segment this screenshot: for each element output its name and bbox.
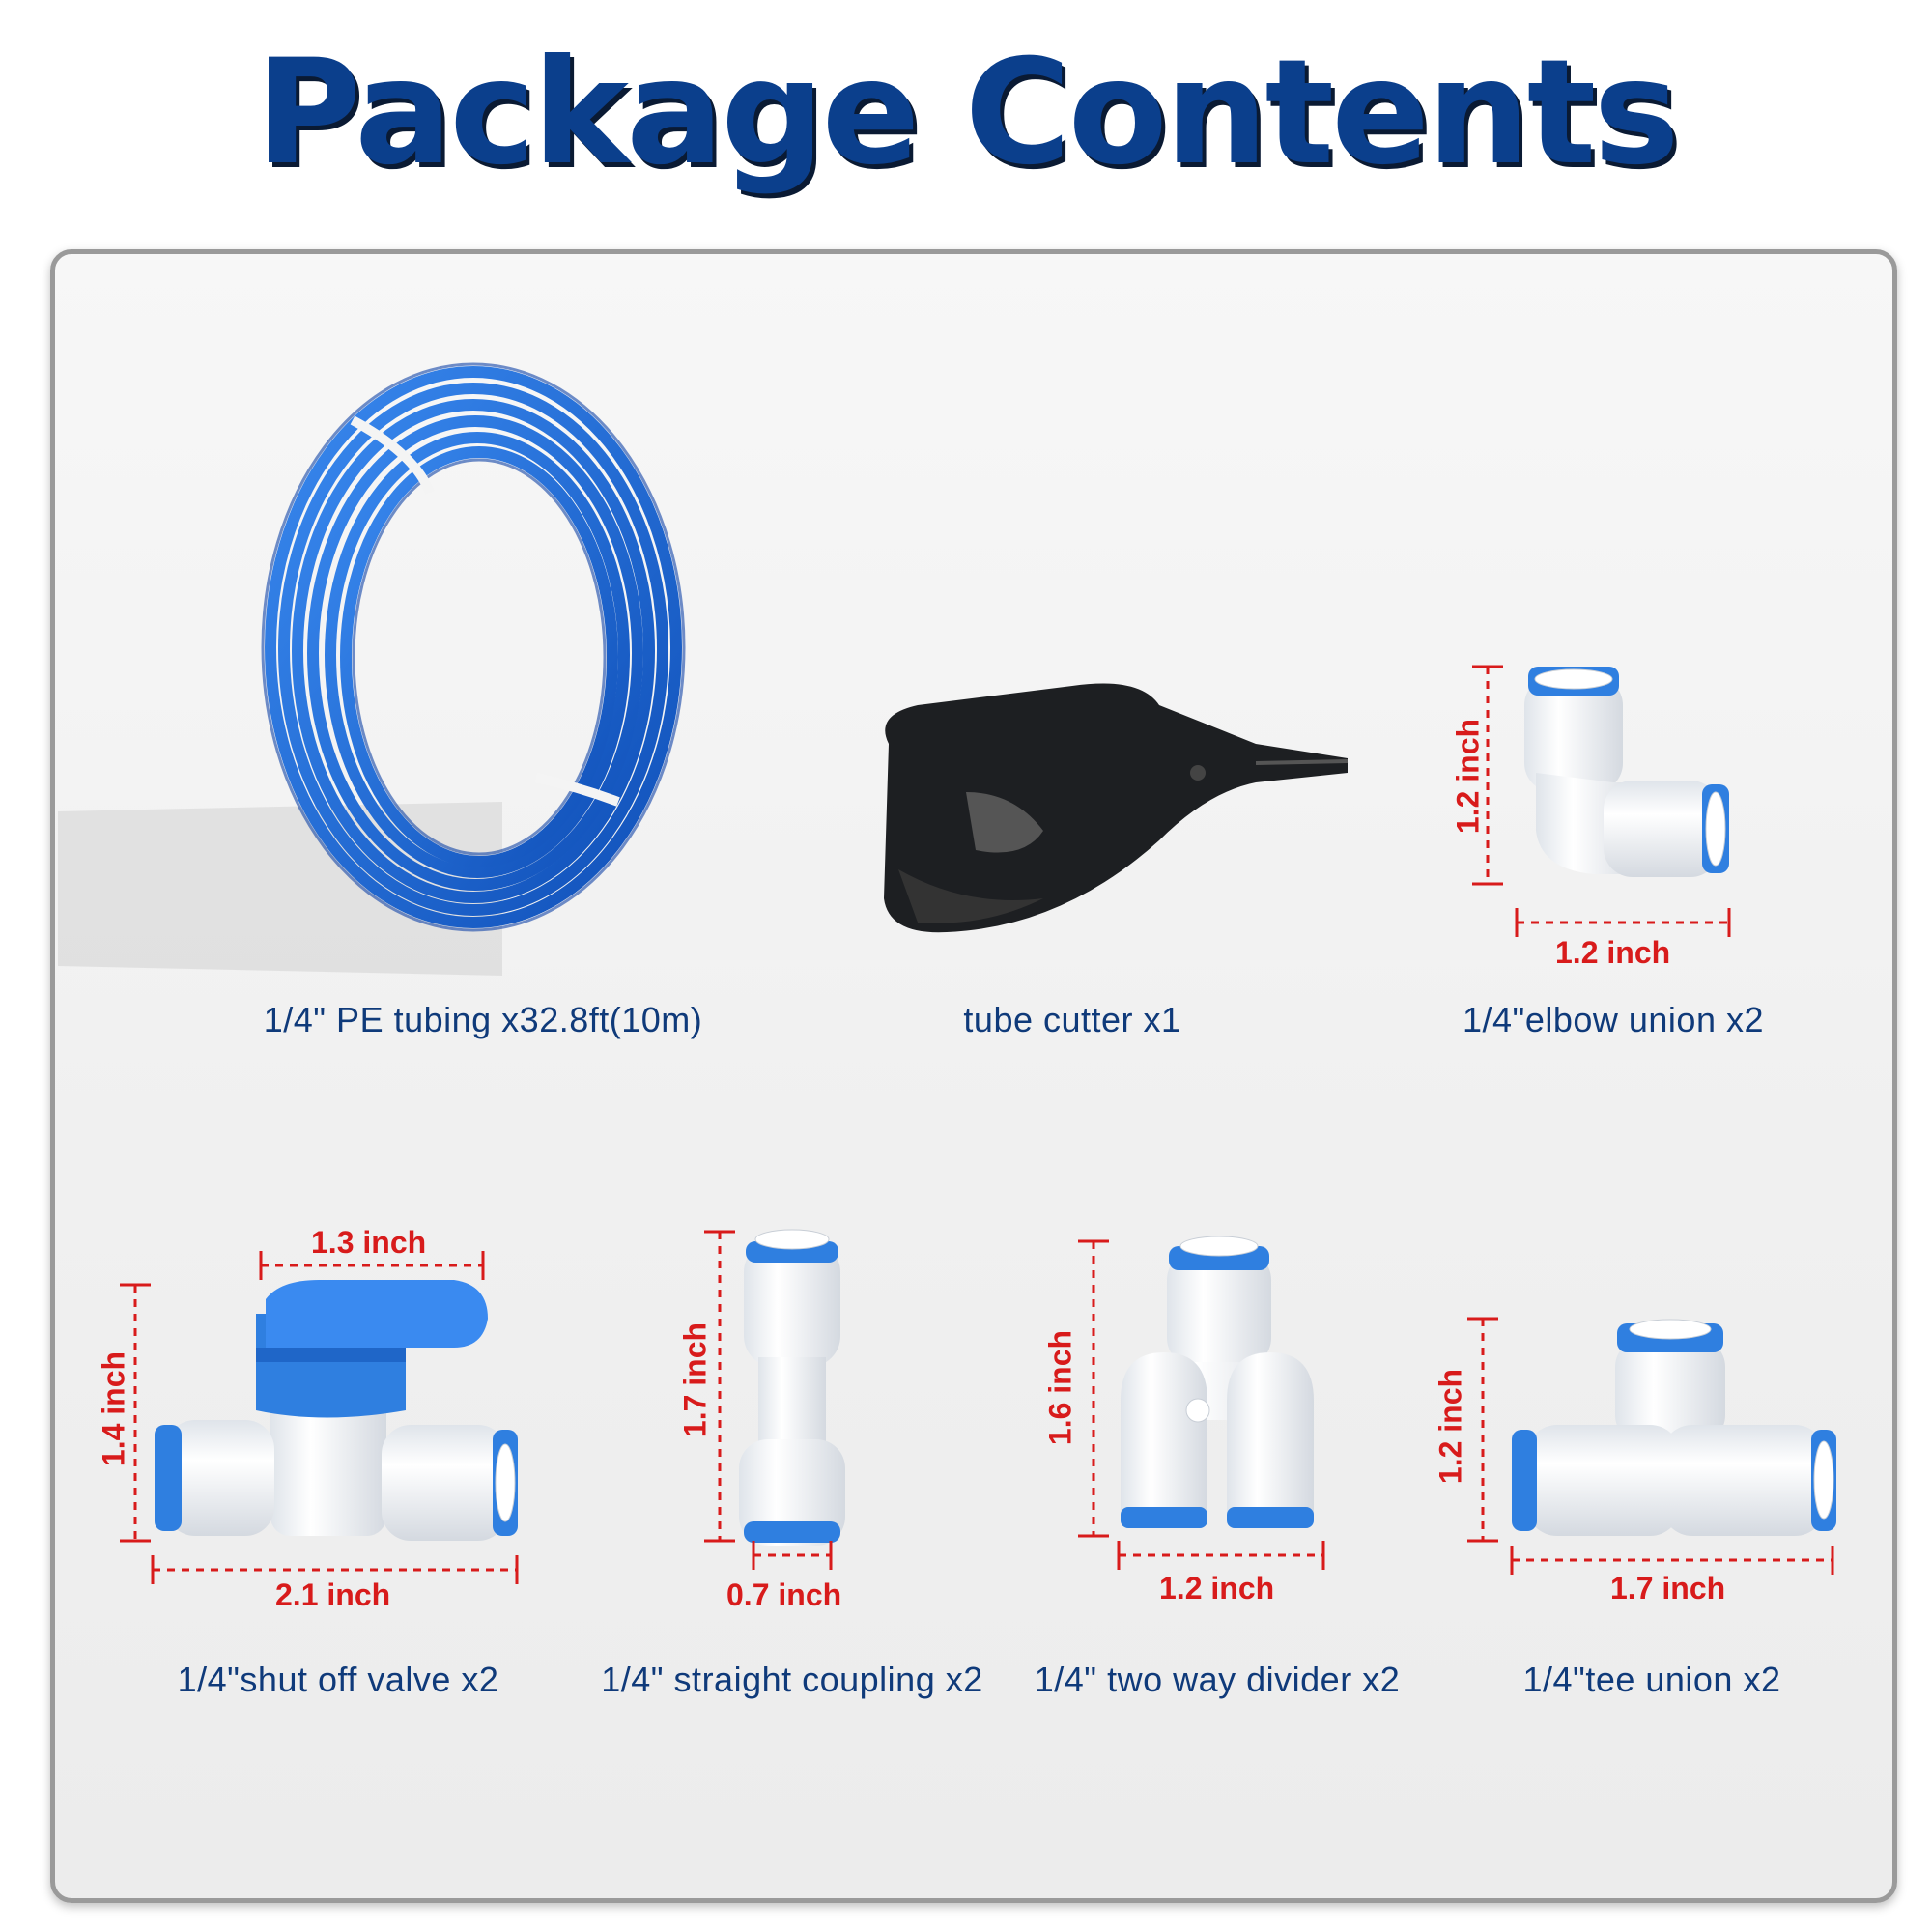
page-title: Package Contents (255, 29, 1679, 197)
tube-cutter-icon (884, 683, 1349, 933)
tubing-label: 1/4" PE tubing x32.8ft(10m) (263, 1000, 703, 1039)
dimension-lines (120, 665, 1834, 1584)
divider-width-dimension: 1.2 inch (1159, 1571, 1275, 1605)
elbow-union-icon (1524, 667, 1729, 877)
valve-height-dimension: 1.4 inch (96, 1350, 131, 1467)
elbow-width-dimension: 1.2 inch (1555, 935, 1671, 970)
tee-width-dimension: 1.7 inch (1610, 1571, 1726, 1605)
coupling-height-dimension: 1.7 inch (677, 1321, 713, 1438)
valve-top-dimension: 1.3 inch (311, 1225, 427, 1260)
straight-coupling-icon (739, 1229, 845, 1546)
tee-union-label: 1/4"tee union x2 (1522, 1660, 1781, 1699)
elbow-union-label: 1/4"elbow union x2 (1463, 1000, 1764, 1039)
tubing-coil-icon (58, 362, 686, 976)
tube-cutter-label: tube cutter x1 (963, 1000, 1181, 1039)
two-way-divider-label: 1/4" two way divider x2 (1034, 1660, 1401, 1699)
two-way-divider-icon (1121, 1236, 1314, 1528)
valve-width-dimension: 2.1 inch (275, 1577, 391, 1612)
tee-union-icon (1512, 1319, 1836, 1536)
shut-off-valve-icon (155, 1280, 518, 1541)
divider-height-dimension: 1.6 inch (1042, 1329, 1078, 1446)
shut-off-valve-label: 1/4"shut off valve x2 (177, 1660, 499, 1699)
straight-coupling-label: 1/4" straight coupling x2 (601, 1660, 983, 1699)
tee-height-dimension: 1.2 inch (1433, 1368, 1468, 1485)
coupling-width-dimension: 0.7 inch (726, 1577, 842, 1612)
elbow-height-dimension: 1.2 inch (1450, 718, 1486, 835)
